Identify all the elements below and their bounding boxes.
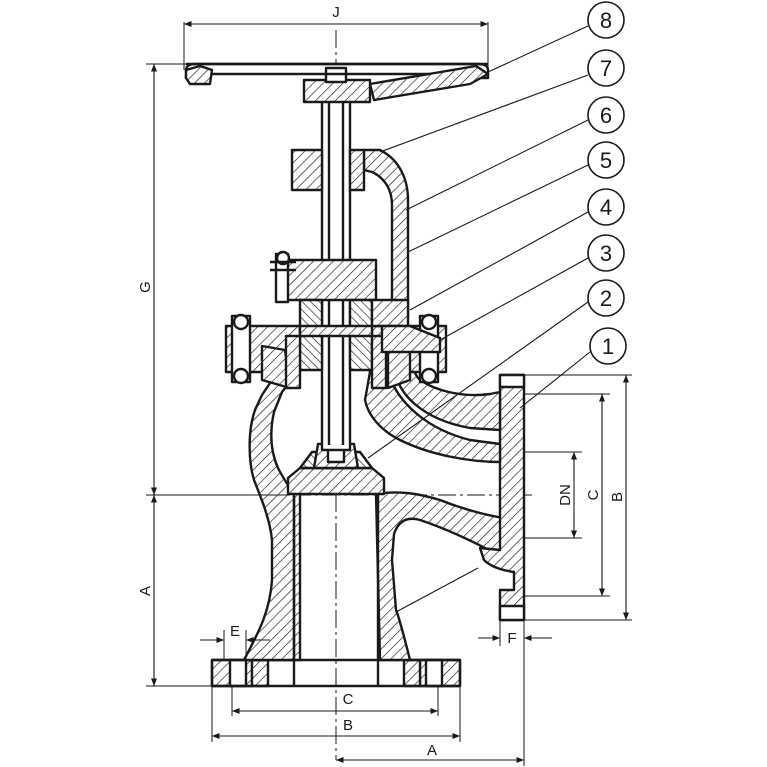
dim-label-c-right: C — [585, 489, 602, 500]
dimension-b-right: B — [524, 374, 632, 621]
dimension-a-left: A — [137, 495, 212, 687]
callout-label-3: 3 — [600, 241, 612, 266]
callout-2: 2 — [367, 279, 625, 459]
dimension-f: F — [478, 620, 552, 647]
handwheel — [184, 62, 490, 104]
callout-7: 7 — [379, 49, 625, 153]
valve-body — [210, 363, 526, 688]
callout-4: 4 — [409, 188, 625, 311]
dim-label-g: G — [137, 281, 154, 293]
callout-label-1: 1 — [602, 334, 614, 359]
callout-1: 1 — [395, 327, 627, 613]
dim-label-a-bottom: A — [427, 742, 437, 759]
dimension-a-bottom: A — [336, 620, 525, 766]
yoke-bush — [290, 148, 366, 192]
callout-6: 6 — [405, 96, 625, 211]
callout-3: 3 — [439, 234, 625, 341]
dimension-g: G — [137, 63, 290, 496]
callout-label-8: 8 — [600, 8, 612, 33]
dimension-b-bottom: B — [211, 686, 461, 742]
callout-5: 5 — [407, 141, 625, 253]
dim-label-b-bottom: B — [343, 717, 353, 734]
dim-label-a-left: A — [137, 586, 154, 596]
dim-label-j: J — [332, 4, 340, 21]
callout-label-6: 6 — [600, 103, 612, 128]
dimension-e: E — [200, 623, 270, 660]
callout-8: 8 — [487, 1, 625, 73]
dim-label-c-bottom: C — [343, 691, 354, 708]
callout-label-7: 7 — [600, 56, 612, 81]
callout-label-4: 4 — [600, 195, 612, 220]
dim-label-b-right: B — [609, 492, 626, 502]
dim-label-e: E — [230, 623, 240, 640]
callout-label-5: 5 — [600, 148, 612, 173]
dim-label-dn: DN — [557, 484, 574, 506]
dimension-dn: DN — [524, 451, 582, 539]
dim-label-f: F — [507, 630, 516, 647]
bonnet-yoke — [298, 148, 442, 354]
callout-label-2: 2 — [600, 286, 612, 311]
dimension-j: J — [183, 4, 489, 70]
dimension-c-bottom: C — [231, 686, 439, 716]
